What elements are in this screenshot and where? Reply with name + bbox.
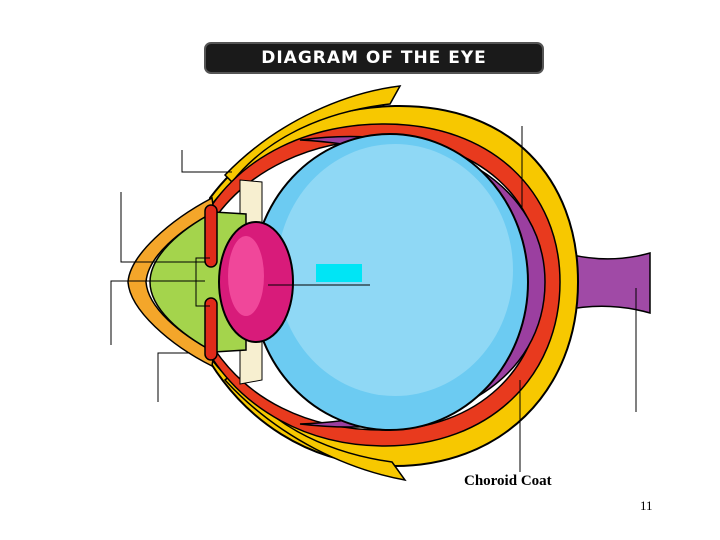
- iris-bottom: [204, 297, 218, 361]
- vitreous-highlight: [277, 144, 513, 396]
- leader-line-sclera: [181, 150, 232, 173]
- sclera-top-flare: [223, 85, 402, 184]
- leader-line-cornea: [110, 280, 205, 345]
- leader-line-aqueous: [157, 352, 190, 402]
- title-banner: DIAGRAM OF THE EYE: [204, 42, 544, 74]
- leader-line-iris: [120, 192, 205, 263]
- iris-top: [204, 204, 218, 268]
- choroid-label: Choroid Coat: [464, 473, 552, 489]
- lens-highlight: [228, 236, 264, 316]
- leader-line-iris-bracket: [195, 257, 210, 307]
- page-number: 11: [640, 498, 653, 513]
- page-title: DIAGRAM OF THE EYE: [261, 48, 487, 68]
- leader-lines: [110, 126, 637, 472]
- label-box: [316, 264, 362, 282]
